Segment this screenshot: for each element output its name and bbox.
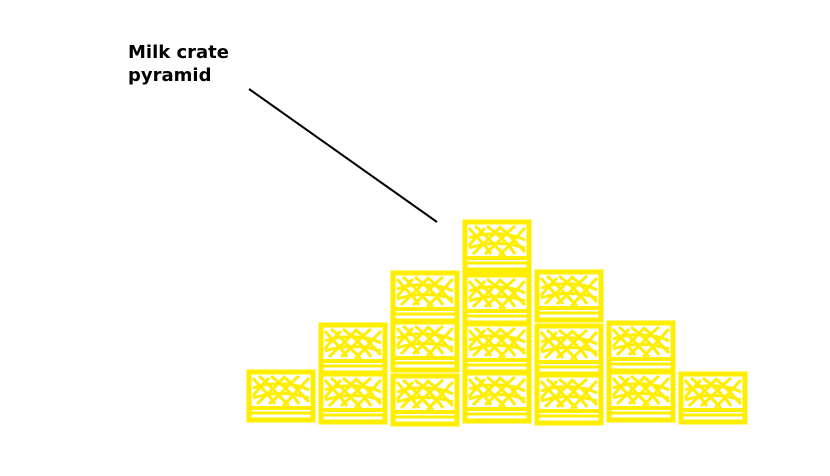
milk-crate-icon xyxy=(465,324,529,372)
milk-crate-icon xyxy=(249,372,313,420)
milk-crate-icon xyxy=(465,222,529,270)
milk-crate-icon xyxy=(393,376,457,424)
milk-crate-icon xyxy=(537,272,601,320)
label-line-1: Milk crate xyxy=(128,42,229,63)
milk-crate-icon xyxy=(321,374,385,422)
milk-crate-icon xyxy=(321,325,385,373)
milk-crate-icon xyxy=(393,273,457,321)
label-line-2: pyramid xyxy=(128,65,211,86)
milk-crate-icon xyxy=(609,323,673,371)
milk-crate-icon xyxy=(393,322,457,370)
milk-crate-icon xyxy=(609,372,673,420)
milk-crate-icon xyxy=(465,373,529,421)
leader-line xyxy=(248,88,438,223)
milk-crate-icon xyxy=(681,374,745,422)
milk-crate-icon xyxy=(537,326,601,374)
milk-crate-icon xyxy=(537,375,601,423)
milk-crate-icon xyxy=(465,275,529,323)
crate-pyramid xyxy=(249,222,745,424)
diagram-label: Milk crate pyramid xyxy=(128,42,235,86)
